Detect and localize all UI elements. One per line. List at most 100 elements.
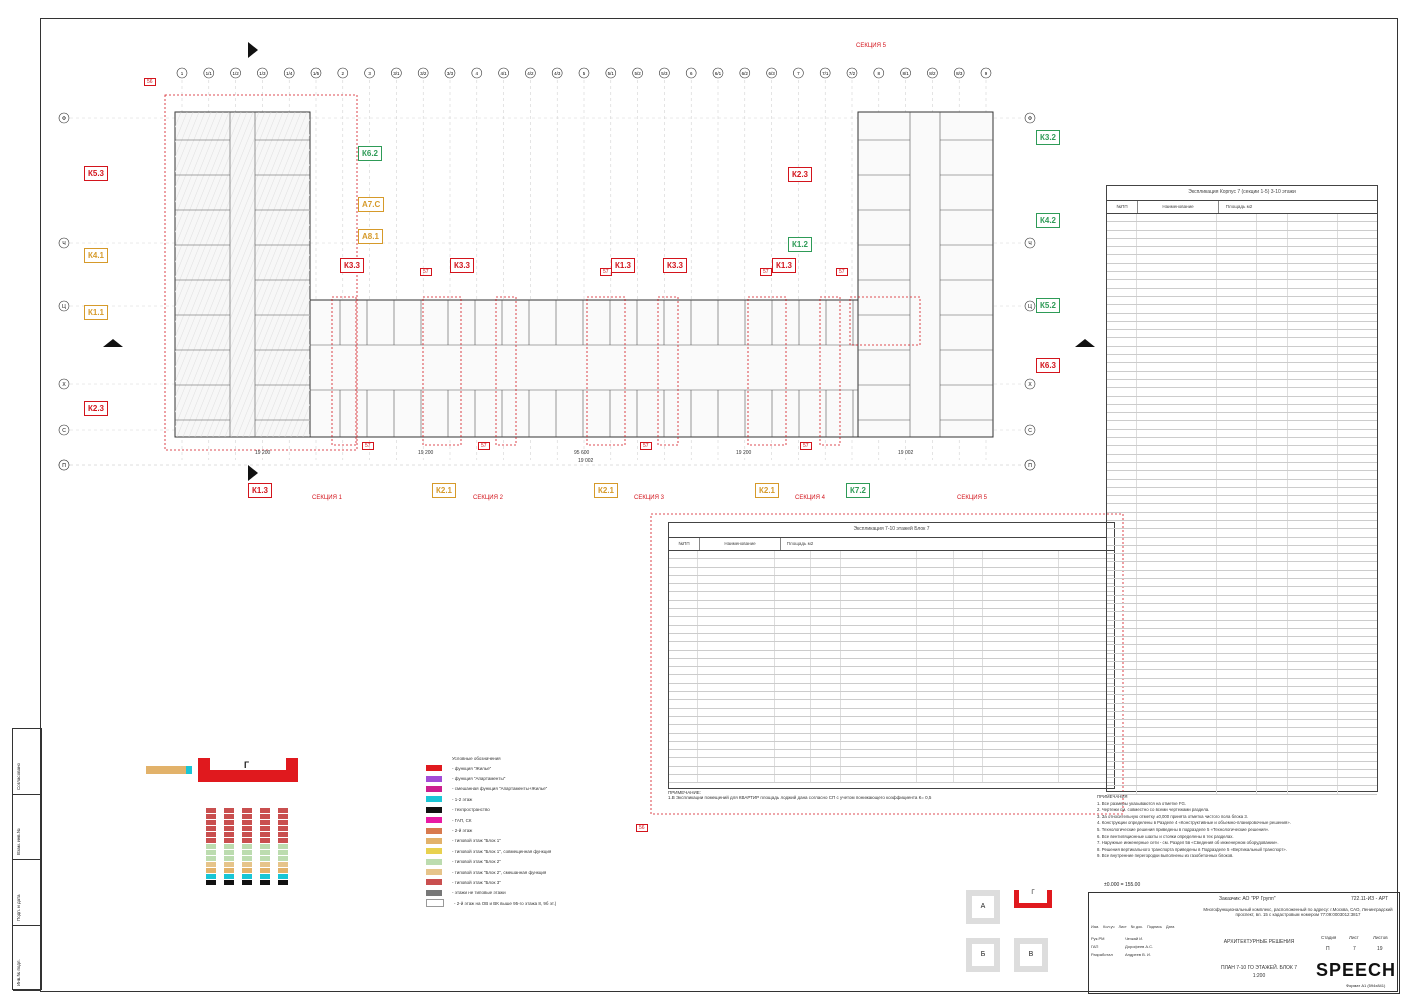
table-cell (1257, 238, 1288, 247)
unit-tag[interactable]: К5.2 (1036, 298, 1061, 313)
unit-tag[interactable]: К2.1 (755, 483, 780, 498)
table-cell (811, 692, 841, 700)
table-cell (1217, 778, 1258, 786)
table-cell (917, 567, 954, 575)
table-cell (1288, 429, 1338, 438)
unit-tag[interactable]: К1.3 (248, 483, 273, 498)
table-row (1107, 438, 1377, 447)
section-3-label: СЕКЦИЯ 3 (634, 495, 664, 501)
table-cell (1288, 487, 1338, 496)
table-row (1107, 321, 1377, 331)
corridor-block (309, 299, 859, 438)
table-cell (1338, 753, 1377, 760)
table-cell (954, 733, 983, 741)
table-cell (1217, 711, 1258, 720)
table-row (669, 551, 1114, 560)
unit-tag[interactable]: К2.1 (594, 483, 619, 498)
unit-tag[interactable]: А7.С (358, 197, 385, 212)
table-cell (1107, 346, 1138, 355)
table-cell (1257, 371, 1288, 379)
table-cell (983, 592, 1060, 600)
table-cell (669, 700, 699, 708)
table-cell (1107, 462, 1138, 471)
hatch-line (175, 112, 278, 368)
table-cell (1137, 446, 1217, 454)
axis-marker-top (525, 67, 536, 79)
axis-marker-top (337, 67, 349, 79)
axis-marker-top (471, 67, 483, 79)
table-cell (1338, 247, 1377, 254)
table-cell (811, 733, 841, 741)
table-cell (1107, 454, 1138, 462)
table-cell (983, 567, 1060, 575)
unit-tag[interactable]: К1.3 (611, 258, 636, 273)
axis-label-side: П (1028, 463, 1032, 469)
notes-list: 1. Все размеры указываются на отметке FG… (1097, 801, 1397, 860)
unit-tag[interactable]: К6.2 (358, 146, 383, 161)
table-cell (1257, 421, 1288, 429)
axis-marker-side (1024, 237, 1036, 249)
table-cell (1338, 463, 1377, 470)
table-cell (1107, 247, 1138, 255)
unit-tag[interactable]: К4.1 (84, 248, 109, 263)
unit-tag[interactable]: К3.3 (663, 258, 688, 273)
hatch-line (175, 112, 254, 308)
legend-swatch (426, 837, 442, 844)
table-cell (1338, 504, 1377, 511)
axis-label-top: 4/1 (500, 71, 507, 76)
table-cell (1217, 769, 1258, 778)
table-cell (1107, 214, 1138, 222)
table-cell (1137, 404, 1217, 413)
table-cell (983, 700, 1060, 708)
unit-tag[interactable]: К6.3 (1036, 358, 1061, 373)
table-cell (1107, 255, 1138, 263)
table-cell (1288, 778, 1338, 786)
unit-tag[interactable]: К5.3 (84, 166, 109, 181)
table-cell (669, 625, 699, 633)
table-cell (698, 559, 775, 567)
table-cell (841, 667, 917, 675)
table-cell (1217, 321, 1258, 330)
unit-tag[interactable]: К3.2 (1036, 130, 1061, 145)
unit-tag[interactable]: К4.2 (1036, 213, 1061, 228)
table-cell (1288, 620, 1338, 628)
table-cell (1137, 338, 1217, 346)
table-row (1107, 761, 1377, 770)
unit-tag[interactable]: К2.1 (432, 483, 457, 498)
unit-tag[interactable]: К7.2 (846, 483, 871, 498)
legend-swatch (426, 765, 442, 772)
legend-item: - типовой этаж "Блок 1", совмещенная фун… (426, 846, 556, 856)
unit-tag[interactable]: К2.3 (788, 167, 813, 182)
section-1-block (174, 111, 311, 438)
table-cell (1257, 355, 1288, 363)
table-cell (669, 642, 699, 650)
unit-tag[interactable]: К3.3 (340, 258, 365, 273)
unit-tag[interactable]: К2.3 (84, 401, 109, 416)
unit-tag[interactable]: А8.1 (358, 229, 383, 244)
table-cell (983, 750, 1060, 758)
table-row (1107, 645, 1377, 654)
table-row (1107, 778, 1377, 787)
section-1-label: СЕКЦИЯ 1 (312, 495, 342, 501)
unit-tag[interactable]: К1.1 (84, 305, 109, 320)
table-cell (1288, 222, 1338, 230)
axis-label-top: 8 (878, 71, 881, 76)
table-cell (1137, 288, 1217, 296)
table-cell (1137, 313, 1217, 321)
table-cell (1338, 612, 1377, 619)
axis-marker-side (58, 300, 70, 312)
callout-bubble: 57 (760, 268, 772, 276)
unit-tag[interactable]: К1.2 (788, 237, 813, 252)
paper-format: Формат А1 (594х841) (1346, 983, 1386, 988)
hatch-line (175, 112, 212, 203)
table-cell (954, 716, 983, 725)
table-cell (917, 733, 954, 741)
note-line: 5. Технологические решения приведены в п… (1097, 826, 1270, 832)
table-row (1107, 736, 1377, 745)
table-cell (1137, 695, 1217, 703)
table-row (1107, 288, 1377, 297)
table-cell (1338, 322, 1377, 329)
unit-tag[interactable]: К3.3 (450, 258, 475, 273)
table-cell (1288, 529, 1338, 537)
unit-tag[interactable]: К1.3 (772, 258, 797, 273)
